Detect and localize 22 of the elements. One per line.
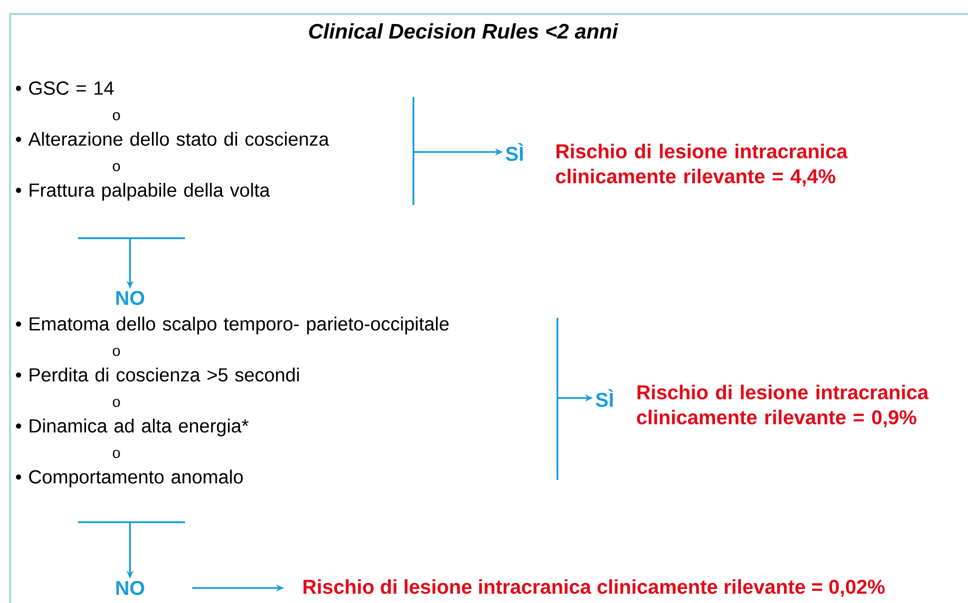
node-label: • Dinamica ad alta energia* — [16, 418, 249, 436]
node-label: • Alterazione dello stato di coscienza — [16, 132, 330, 146]
node-label: o — [112, 112, 120, 120]
risk-text: Rischio di lesione intracranica clinicamente rilevante = 4,4% — [556, 144, 848, 186]
criteria-list: • GSC = 14 o • Alterazione dello stato di coscienza o • Frattura palpabile della volta — [16, 81, 330, 201]
node-label: • Frattura palpabile della volta — [16, 182, 270, 201]
node-label: o — [112, 450, 120, 458]
answer-label: NO — [116, 580, 144, 596]
risk-text: Rischio di lesione intracranica clinicamente rilevante = 0,9% — [636, 384, 929, 428]
node-label: o — [112, 398, 120, 408]
node-label: o — [112, 163, 120, 172]
answer-label: SÌ — [506, 143, 524, 161]
node-label: • GSC = 14 — [16, 81, 114, 95]
node-label: • Comportamento anomalo — [16, 470, 243, 488]
title: Clinical Decision Rules <2 anni — [309, 23, 618, 39]
criteria-list: • Ematoma dello scalpo temporo- parieto-occipitale o • Perdita di coscienza >5 secondi o • Dinamica ad alta energia* o • Comportamento anomalo — [16, 316, 449, 488]
answer-label: SÌ — [596, 389, 614, 407]
answer-label: NO — [116, 290, 144, 306]
risk-text: Rischio di lesione intracranica clinicamente rilevante = 0,02% — [304, 579, 885, 597]
node-label: • Ematoma dello scalpo temporo- parieto-occipitale — [16, 316, 449, 334]
node-label: • Perdita di coscienza >5 secondi — [16, 368, 299, 382]
node-label: o — [112, 348, 120, 356]
